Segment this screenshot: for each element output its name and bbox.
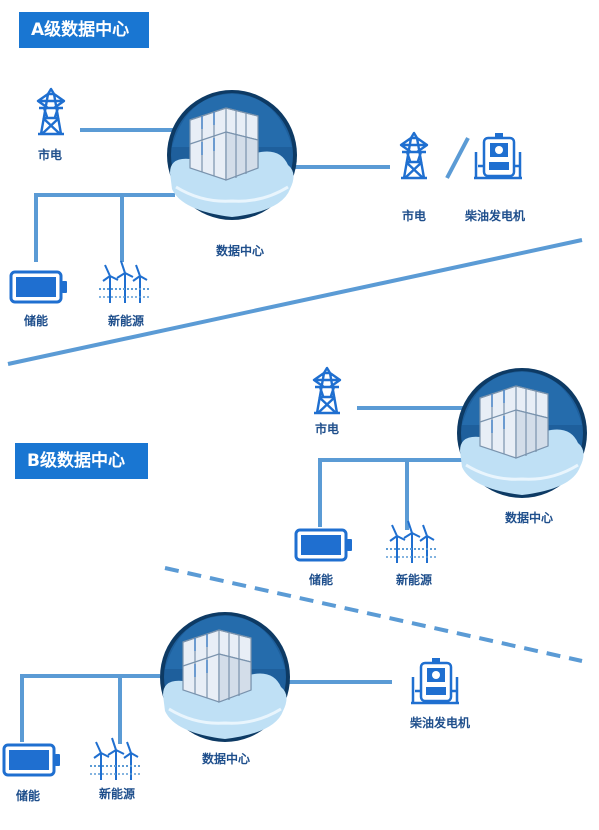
battery-icon (2, 743, 62, 777)
battery-icon (9, 270, 69, 304)
renewable-label: 新能源 (107, 314, 145, 328)
generator-label: 柴油发电机 (409, 716, 471, 730)
section-a-title: A级数据中心 (19, 12, 149, 48)
diesel-generator-icon (472, 131, 524, 180)
datacenter-globe-icon (158, 610, 292, 744)
datacenter-globe-icon (165, 88, 299, 222)
grid-label: 市电 (37, 148, 63, 162)
dashed-divider (164, 566, 583, 663)
renewable-label: 新能源 (98, 787, 136, 801)
section-b-lower-connectors (20, 674, 392, 744)
wind-turbine-icon (98, 260, 152, 304)
grid-label: 市电 (401, 209, 427, 223)
datacenter-label: 数据中心 (215, 244, 265, 258)
grid-pylon-icon (312, 366, 342, 415)
battery-icon (294, 528, 354, 562)
generator-label: 柴油发电机 (464, 209, 526, 223)
datacenter-label: 数据中心 (201, 752, 251, 766)
diesel-generator-icon (409, 656, 461, 705)
wind-turbine-icon (89, 737, 143, 781)
grid-pylon-icon (36, 87, 66, 136)
storage-label: 储能 (15, 789, 41, 803)
datacenter-label: 数据中心 (504, 511, 554, 525)
grid-pylon-icon (399, 131, 429, 180)
datacenter-globe-icon (455, 366, 589, 500)
section-b-upper-connectors (318, 406, 465, 530)
or-divider (445, 137, 470, 179)
section-a-connectors (34, 128, 390, 262)
section-divider (7, 238, 583, 366)
storage-label: 储能 (23, 314, 49, 328)
wind-turbine-icon (385, 520, 439, 564)
section-b-title: B级数据中心 (15, 443, 148, 479)
renewable-label: 新能源 (395, 573, 433, 587)
storage-label: 储能 (308, 573, 334, 587)
grid-label: 市电 (314, 422, 340, 436)
